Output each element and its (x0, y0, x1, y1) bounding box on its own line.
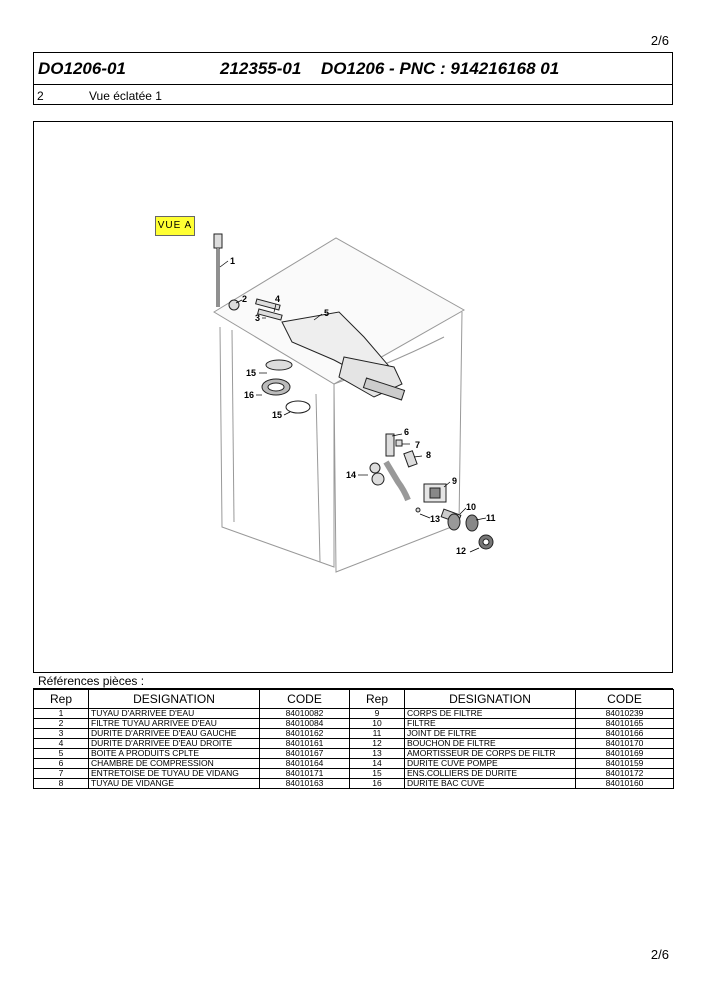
col-header-designation-right: DESIGNATION (404, 689, 576, 709)
rep-cell: 8 (33, 778, 89, 789)
rep-cell: 12 (349, 738, 405, 749)
reference-code: 212355-01 (220, 59, 302, 78)
callout-7: 7 (415, 440, 420, 450)
callout-13: 13 (430, 514, 440, 524)
code-cell: 84010239 (575, 708, 674, 719)
callout-5: 5 (324, 308, 329, 318)
callout-8: 8 (426, 450, 431, 460)
designation-cell: DURITE CUVE POMPE (404, 758, 576, 769)
table-row: 1 TUYAU D'ARRIVEE D'EAU 84010082 9 CORPS… (33, 708, 674, 719)
code-cell: 84010084 (259, 718, 350, 729)
table-row: 8 TUYAU DE VIDANGE 84010163 16 DURITE BA… (33, 778, 674, 789)
designation-cell: ENS.COLLIERS DE DURITE (404, 768, 576, 779)
table-row: 2 FILTRE TUYAU ARRIVEE D'EAU 84010084 10… (33, 718, 674, 729)
callout-12: 12 (456, 546, 466, 556)
code-cell: 84010165 (575, 718, 674, 729)
document-header: DO1206-01 212355-01 DO1206 - PNC : 91421… (33, 52, 673, 105)
rep-cell: 3 (33, 728, 89, 739)
col-header-code-left: CODE (259, 689, 350, 709)
code-cell: 84010159 (575, 758, 674, 769)
code-cell: 84010082 (259, 708, 350, 719)
callout-6: 6 (404, 427, 409, 437)
callout-16: 16 (244, 390, 254, 400)
callout-15-top: 15 (246, 368, 256, 378)
col-header-rep-left: Rep (33, 689, 89, 709)
code-cell: 84010167 (259, 748, 350, 759)
pnc-line: DO1206 - PNC : 914216168 01 (321, 59, 560, 78)
rep-cell: 15 (349, 768, 405, 779)
rep-cell: 5 (33, 748, 89, 759)
designation-cell: BOITE A PRODUITS CPLTE (88, 748, 260, 759)
parts-table: Rep DESIGNATION CODE Rep DESIGNATION COD… (33, 689, 674, 789)
rep-cell: 2 (33, 718, 89, 729)
rep-cell: 4 (33, 738, 89, 749)
rep-cell: 9 (349, 708, 405, 719)
code-cell: 84010171 (259, 768, 350, 779)
callout-9: 9 (452, 476, 457, 486)
col-header-code-right: CODE (575, 689, 674, 709)
parts-references-label: Références pièces : (38, 674, 145, 688)
designation-cell: DURITE D'ARRIVEE D'EAU DROITE (88, 738, 260, 749)
designation-cell: JOINT DE FILTRE (404, 728, 576, 739)
designation-cell: FILTRE TUYAU ARRIVEE D'EAU (88, 718, 260, 729)
table-row: 5 BOITE A PRODUITS CPLTE 84010167 13 AMO… (33, 748, 674, 759)
table-row: 6 CHAMBRE DE COMPRESSION 84010164 14 DUR… (33, 758, 674, 769)
designation-cell: DURITE BAC CUVE (404, 778, 576, 789)
callout-4: 4 (275, 294, 280, 304)
callout-2: 2 (242, 294, 247, 304)
code-cell: 84010166 (575, 728, 674, 739)
page-number-top: 2/6 (650, 33, 669, 48)
model-code: DO1206-01 (38, 59, 126, 78)
rep-cell: 13 (349, 748, 405, 759)
rep-cell: 6 (33, 758, 89, 769)
col-header-rep-right: Rep (349, 689, 405, 709)
designation-cell: DURITE D'ARRIVEE D'EAU GAUCHE (88, 728, 260, 739)
rep-cell: 11 (349, 728, 405, 739)
section-title: Vue éclatée 1 (89, 89, 162, 103)
callout-14: 14 (346, 470, 356, 480)
view-label-badge: VUE A (155, 216, 195, 236)
rep-cell: 10 (349, 718, 405, 729)
code-cell: 84010170 (575, 738, 674, 749)
rep-cell: 16 (349, 778, 405, 789)
code-cell: 84010160 (575, 778, 674, 789)
designation-cell: ENTRETOISE DE TUYAU DE VIDANG (88, 768, 260, 779)
code-cell: 84010161 (259, 738, 350, 749)
section-number: 2 (37, 89, 44, 103)
callout-15-bottom: 15 (272, 410, 282, 420)
exploded-view-diagram: VUE A (33, 121, 673, 673)
callout-11: 11 (486, 513, 496, 523)
table-row: 7 ENTRETOISE DE TUYAU DE VIDANG 84010171… (33, 768, 674, 779)
callout-10: 10 (466, 502, 476, 512)
parts-table-header: Rep DESIGNATION CODE Rep DESIGNATION COD… (33, 689, 674, 709)
designation-cell: AMORTISSEUR DE CORPS DE FILTR (404, 748, 576, 759)
code-cell: 84010164 (259, 758, 350, 769)
code-cell: 84010162 (259, 728, 350, 739)
designation-cell: BOUCHON DE FILTRE (404, 738, 576, 749)
col-header-designation-left: DESIGNATION (88, 689, 260, 709)
exploded-view-drawing: 1 2 3 4 5 6 7 8 9 10 11 12 13 14 15 15 1… (213, 233, 496, 573)
code-cell: 84010172 (575, 768, 674, 779)
rep-cell: 14 (349, 758, 405, 769)
callout-3: 3 (255, 313, 260, 323)
rep-cell: 7 (33, 768, 89, 779)
table-row: 4 DURITE D'ARRIVEE D'EAU DROITE 84010161… (33, 738, 674, 749)
parts-table-container: Rep DESIGNATION CODE Rep DESIGNATION COD… (33, 688, 674, 789)
designation-cell: FILTRE (404, 718, 576, 729)
callout-1: 1 (230, 256, 235, 266)
designation-cell: CORPS DE FILTRE (404, 708, 576, 719)
header-divider (34, 84, 672, 85)
code-cell: 84010169 (575, 748, 674, 759)
designation-cell: TUYAU D'ARRIVEE D'EAU (88, 708, 260, 719)
page-number-bottom: 2/6 (650, 947, 669, 962)
table-row: 3 DURITE D'ARRIVEE D'EAU GAUCHE 84010162… (33, 728, 674, 739)
rep-cell: 1 (33, 708, 89, 719)
designation-cell: TUYAU DE VIDANGE (88, 778, 260, 789)
designation-cell: CHAMBRE DE COMPRESSION (88, 758, 260, 769)
code-cell: 84010163 (259, 778, 350, 789)
